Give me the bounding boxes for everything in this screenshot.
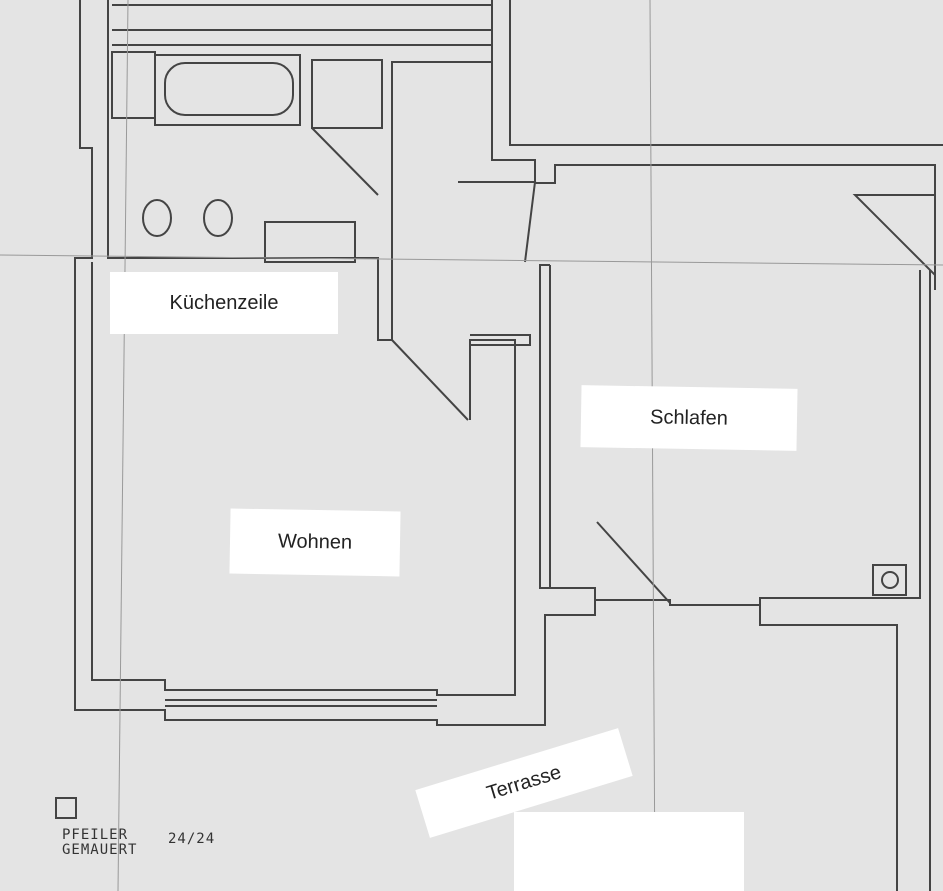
blank-label-patch xyxy=(514,812,744,891)
legend-line-2: GEMAUERT xyxy=(62,842,138,858)
room-label-sleeping: Schlafen xyxy=(580,385,798,451)
room-label-living: Wohnen xyxy=(229,508,401,577)
sink xyxy=(264,221,356,263)
legend-text: PFEILER GEMAUERT xyxy=(62,828,137,858)
wall-inner-living xyxy=(91,262,516,696)
pillar-legend-symbol xyxy=(55,797,77,819)
shower xyxy=(311,59,383,129)
pillar xyxy=(872,564,907,596)
legend-line-1: PFEILER xyxy=(62,827,129,843)
legend-size: 24/24 xyxy=(168,831,216,847)
room-label-kitchen: Küchenzeile xyxy=(110,272,338,334)
